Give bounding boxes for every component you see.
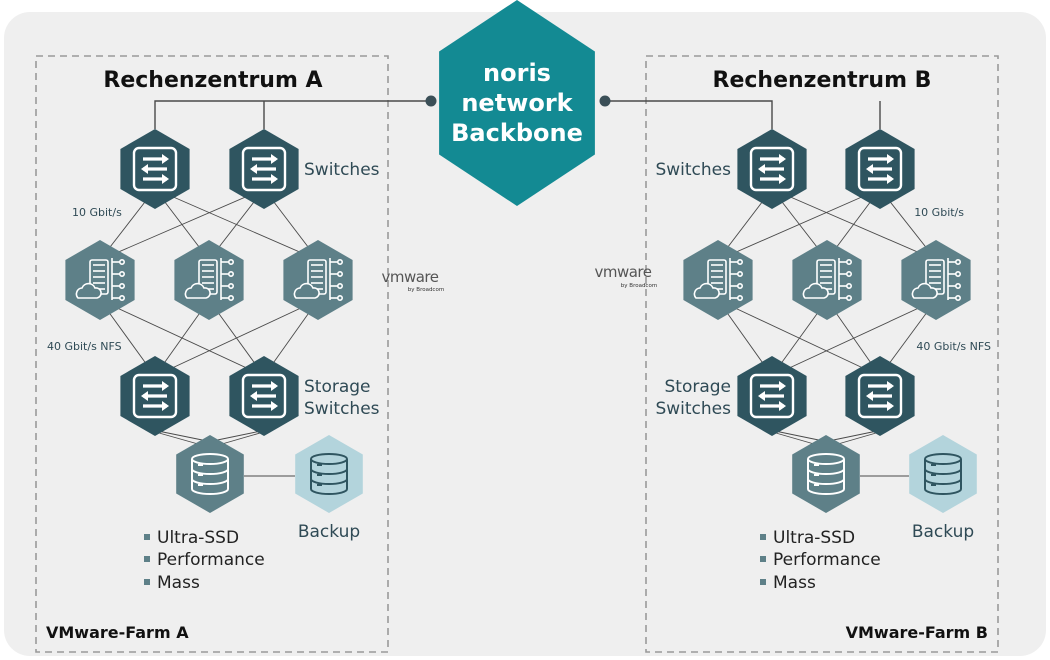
switches-label-b: Switches <box>655 160 731 180</box>
vmware-logo-word: vmware <box>594 263 651 281</box>
link-40g-label-b: 40 Gbit/s NFS <box>916 340 991 353</box>
storage-switches-label-b-2: Switches <box>655 399 731 419</box>
switch-a-1 <box>120 129 190 209</box>
database-icon <box>807 453 845 495</box>
storage-tier-a-3: Mass <box>157 573 200 593</box>
bullet <box>144 556 150 562</box>
storage-tier-a-1: Ultra-SSD <box>157 528 239 548</box>
switch-icon <box>857 373 903 419</box>
switch-icon <box>749 373 795 419</box>
link-40g-label-a: 40 Gbit/s NFS <box>47 340 122 353</box>
datacenter-b-frame <box>645 55 999 653</box>
storage-switches-label-a-2: Switches <box>304 399 380 419</box>
switch-icon <box>132 146 178 192</box>
switch-icon <box>749 146 795 192</box>
diagram-nodes <box>65 129 977 513</box>
storage-switch-b-1 <box>737 356 807 436</box>
server-node-b-1 <box>683 240 753 320</box>
connection-line <box>154 299 319 377</box>
backbone-link <box>154 100 431 129</box>
datacenter-a-title: Rechenzentrum A <box>103 68 322 93</box>
switch-a-2 <box>229 129 299 209</box>
link-10g-label-a: 10 Gbit/s <box>72 206 122 219</box>
server-node-a-1 <box>65 240 135 320</box>
vmware-logo-sub: by Broadcom <box>621 283 657 289</box>
storage-tier-a-2: Performance <box>157 550 265 570</box>
backup-a <box>295 435 363 513</box>
bullet <box>144 579 150 585</box>
backbone-node: noris network Backbone <box>439 0 595 206</box>
backbone-label-1: noris <box>483 59 551 87</box>
vmware-logo-word: vmware <box>381 268 438 286</box>
switches-label-a: Switches <box>304 160 380 180</box>
backbone-label-2: network <box>461 89 573 117</box>
switch-b-1 <box>737 129 807 209</box>
connection-line <box>717 188 881 261</box>
hexagon-shape <box>901 240 971 320</box>
switch-b-2 <box>845 129 915 209</box>
bullet <box>144 534 150 540</box>
hexagon-shape <box>65 240 135 320</box>
link-10g-label-b: 10 Gbit/s <box>914 206 964 219</box>
storage-tier-b-3: Mass <box>773 573 816 593</box>
bullet <box>760 556 766 562</box>
hexagon-shape <box>683 240 753 320</box>
storage-switches-label-a-1: Storage <box>304 377 371 397</box>
database-icon <box>191 453 229 495</box>
backbone-connector-right <box>599 95 611 107</box>
bullet <box>760 534 766 540</box>
hexagon-shape <box>174 240 244 320</box>
server-node-b-2 <box>792 240 862 320</box>
server-cloud-icon <box>802 258 852 301</box>
backup-label-b: Backup <box>912 522 974 542</box>
switch-icon <box>857 146 903 192</box>
backbone-label-3: Backbone <box>451 119 583 147</box>
server-cloud-icon <box>184 258 235 301</box>
database-icon <box>310 453 348 495</box>
backbone-connector-left <box>425 95 437 107</box>
server-node-a-3 <box>283 240 353 320</box>
farm-label-b: VMware-Farm B <box>846 623 988 642</box>
backbone-link <box>605 100 773 129</box>
switch-icon <box>241 373 287 419</box>
vmware-logo-sub: by Broadcom <box>408 287 444 293</box>
storage-switch-a-2 <box>229 356 299 436</box>
farm-label-a: VMware-Farm A <box>46 623 189 642</box>
server-node-b-3 <box>901 240 971 320</box>
database-icon <box>924 453 962 495</box>
server-cloud-icon <box>75 258 126 301</box>
connection-line <box>99 188 265 261</box>
storage-a <box>176 435 244 513</box>
hexagon-shape <box>283 240 353 320</box>
switch-icon <box>241 146 287 192</box>
server-cloud-icon <box>911 258 961 301</box>
datacenter-a-frame <box>35 55 389 653</box>
storage-switch-a-1 <box>120 356 190 436</box>
hexagon-shape <box>439 0 595 206</box>
server-cloud-icon <box>293 258 343 301</box>
storage-switch-b-2 <box>845 356 915 436</box>
hexagon-shape <box>792 240 862 320</box>
bullet <box>760 579 766 585</box>
storage-b <box>792 435 860 513</box>
storage-switches-label-b-1: Storage <box>664 377 731 397</box>
connection-line <box>771 299 937 377</box>
switch-icon <box>132 373 178 419</box>
vmware-logo-b: vmware by Broadcom <box>594 263 657 289</box>
server-node-a-2 <box>174 240 244 320</box>
storage-tier-b-1: Ultra-SSD <box>773 528 855 548</box>
storage-tier-b-2: Performance <box>773 550 881 570</box>
vmware-logo-a: vmware by Broadcom <box>381 268 444 293</box>
backup-b <box>909 435 977 513</box>
server-cloud-icon <box>693 258 743 301</box>
backup-label-a: Backup <box>298 522 360 542</box>
datacenter-b-title: Rechenzentrum B <box>713 68 932 93</box>
